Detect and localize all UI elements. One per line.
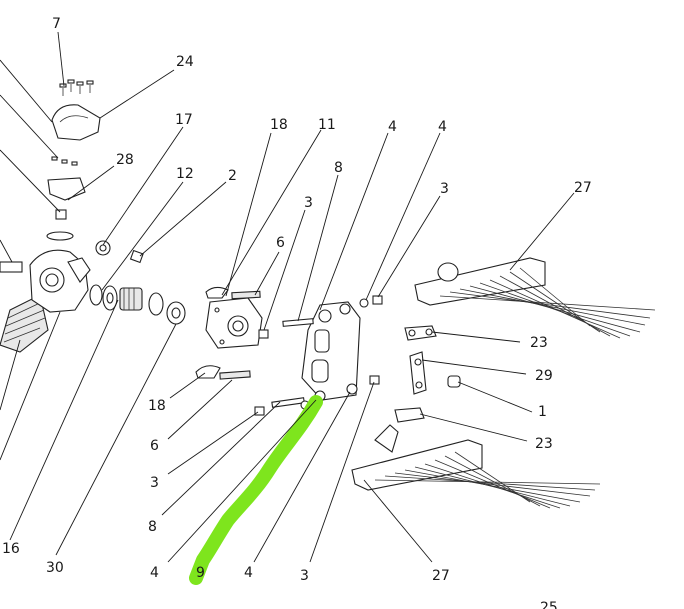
- right-small-parts: [394, 325, 461, 423]
- callout-23-bottom: 23: [535, 436, 553, 452]
- hose-housing-assembly: [0, 249, 118, 353]
- callout-1: 1: [538, 404, 547, 420]
- callout-29: 29: [535, 368, 553, 384]
- callout-18-top: 18: [270, 117, 288, 133]
- callout-23-top: 23: [530, 335, 548, 351]
- callout-4-bottom-right: 4: [244, 565, 253, 581]
- callout-12: 12: [176, 166, 194, 182]
- callout-30: 30: [46, 560, 64, 576]
- callout-28: 28: [116, 152, 134, 168]
- callout-9: 9: [196, 565, 205, 581]
- callout-8-bottom: 8: [148, 519, 157, 535]
- callout-6-top: 6: [276, 235, 285, 251]
- callout-7: 7: [52, 16, 61, 32]
- callout-24: 24: [176, 54, 194, 70]
- callout-16: 16: [2, 541, 20, 557]
- callout-6-bottom: 6: [150, 438, 159, 454]
- leader-lines: [0, 31, 575, 563]
- callout-25: 25: [540, 600, 558, 609]
- callout-3-mid: 3: [304, 195, 313, 211]
- top-left-parts: [46, 79, 111, 256]
- callout-4-bottom-left: 4: [150, 565, 159, 581]
- callout-3-bottom-left: 3: [150, 475, 159, 491]
- callout-3-bottom-right: 3: [300, 568, 309, 584]
- callout-8-top: 8: [334, 160, 343, 176]
- callout-11: 11: [318, 117, 336, 133]
- upper-tine-assembly: [414, 257, 656, 339]
- mounting-plate: [195, 286, 269, 380]
- highlight-marker: [189, 395, 323, 585]
- callout-labels: 7 24 17 28 12 2 18 11 8 3 6 4 4 3 27 23 …: [2, 16, 592, 609]
- lower-tine-assembly: [351, 424, 601, 509]
- callout-2: 2: [228, 168, 237, 184]
- callout-27-top: 27: [574, 180, 592, 196]
- callout-3-top: 3: [440, 181, 449, 197]
- callout-4-top-a: 4: [388, 119, 397, 135]
- callout-27-bottom: 27: [432, 568, 450, 584]
- shaft-parts: [119, 249, 186, 325]
- callout-18-bottom: 18: [148, 398, 166, 414]
- callout-17: 17: [175, 112, 193, 128]
- callout-4-top-b: 4: [438, 119, 447, 135]
